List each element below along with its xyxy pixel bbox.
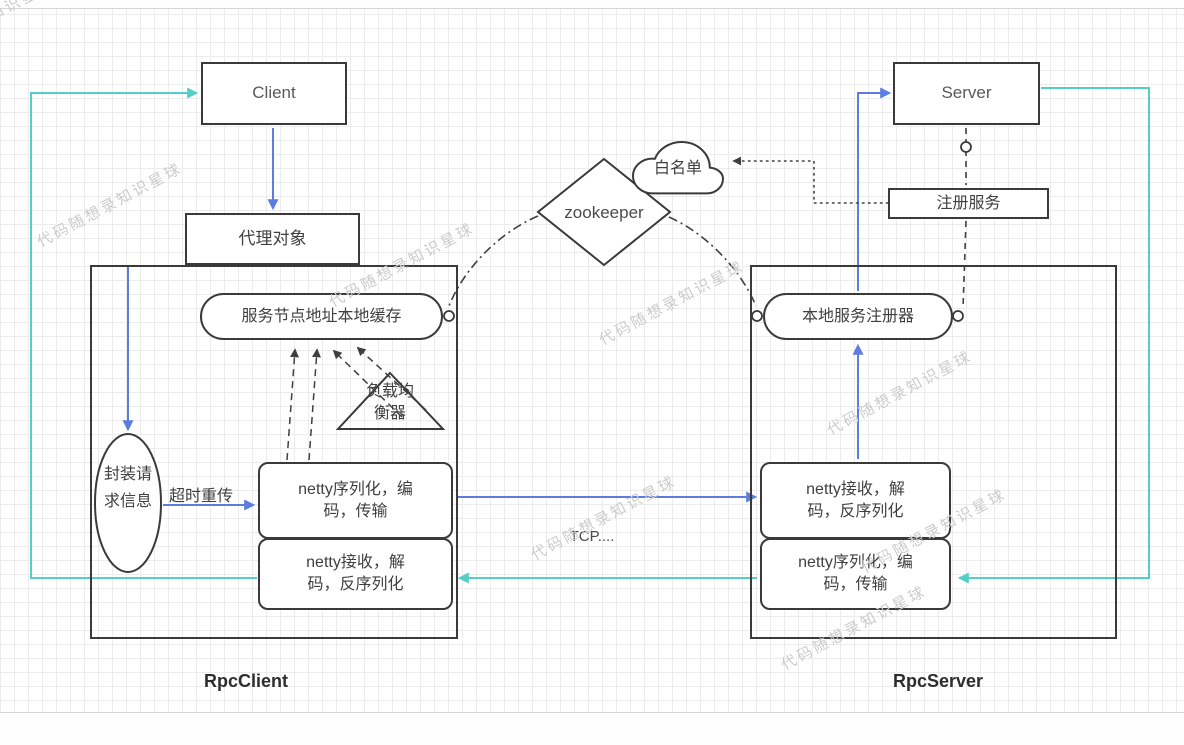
rpc-client-label: RpcClient bbox=[203, 671, 288, 691]
client-encode-label: netty序列化，编码，传输 bbox=[298, 480, 413, 520]
dashed-arrow-balancer-to-cache-2 bbox=[356, 346, 427, 411]
canvas-top-margin bbox=[0, 0, 1184, 9]
local-registry-node: 本地服务注册器 bbox=[763, 293, 953, 340]
proxy-node: 代理对象 bbox=[185, 213, 360, 265]
client-decode-label: netty接收，解码，反序列化 bbox=[306, 554, 405, 593]
zookeeper-label: zookeeper bbox=[564, 203, 644, 222]
whitelist-cloud bbox=[631, 140, 725, 195]
canvas-bottom-margin bbox=[0, 712, 1184, 745]
dashed-arrow-balancer-to-cache-1 bbox=[332, 349, 403, 418]
server-node: Server bbox=[893, 62, 1040, 125]
rpc-client-container bbox=[90, 265, 458, 639]
connector-dot-registry-right bbox=[952, 310, 964, 322]
register-service-label: 注册服务 bbox=[936, 194, 1001, 212]
request-arrow-registry-to-server bbox=[857, 87, 892, 291]
client-decode-node: netty接收，解码，反序列化 bbox=[258, 538, 453, 610]
response-line-decode-to-client bbox=[30, 87, 257, 579]
rpc-server-label: RpcServer bbox=[892, 671, 984, 691]
connector-dot-cache bbox=[443, 310, 455, 322]
wrap-request-label: 封装请求信息 bbox=[104, 466, 153, 511]
cache-node: 服务节点地址本地缓存 bbox=[200, 293, 443, 340]
server-decode-label: netty接收，解码，反序列化 bbox=[806, 480, 905, 520]
server-decode-node: netty接收，解码，反序列化 bbox=[760, 462, 951, 539]
whitelist-label: 白名单 bbox=[653, 160, 702, 177]
dashdot-line-zookeeper-to-cache bbox=[448, 215, 539, 307]
server-label: Server bbox=[941, 83, 992, 103]
load-balancer-label: 负载均衡器 bbox=[365, 383, 414, 422]
connector-dot-server bbox=[960, 141, 972, 153]
wrap-request-ellipse bbox=[94, 433, 162, 573]
client-encode-node: netty序列化，编码，传输 bbox=[258, 462, 453, 539]
cache-label: 服务节点地址本地缓存 bbox=[241, 307, 402, 325]
register-service-node: 注册服务 bbox=[888, 188, 1049, 219]
rpc-server-container bbox=[750, 265, 1117, 639]
response-line-server-to-encode bbox=[957, 87, 1150, 584]
retry-label: 超时重传 bbox=[168, 488, 233, 505]
client-label: Client bbox=[252, 83, 296, 103]
local-registry-label: 本地服务注册器 bbox=[801, 307, 914, 325]
dashdot-line-zookeeper-to-registry bbox=[668, 216, 757, 307]
dashed-arrow-encode-to-cache-2 bbox=[308, 348, 321, 461]
server-encode-label: netty序列化，编码，传输 bbox=[798, 554, 913, 593]
dashed-arrow-encode-to-cache-1 bbox=[286, 348, 299, 461]
connector-dot-registry-left bbox=[751, 310, 763, 322]
tcp-label: TCP.... bbox=[569, 528, 615, 545]
server-encode-node: netty序列化，编码，传输 bbox=[760, 538, 951, 610]
client-node: Client bbox=[201, 62, 347, 125]
dotted-arrow-registerservice-to-whitelist bbox=[732, 156, 889, 204]
proxy-label: 代理对象 bbox=[238, 228, 307, 248]
